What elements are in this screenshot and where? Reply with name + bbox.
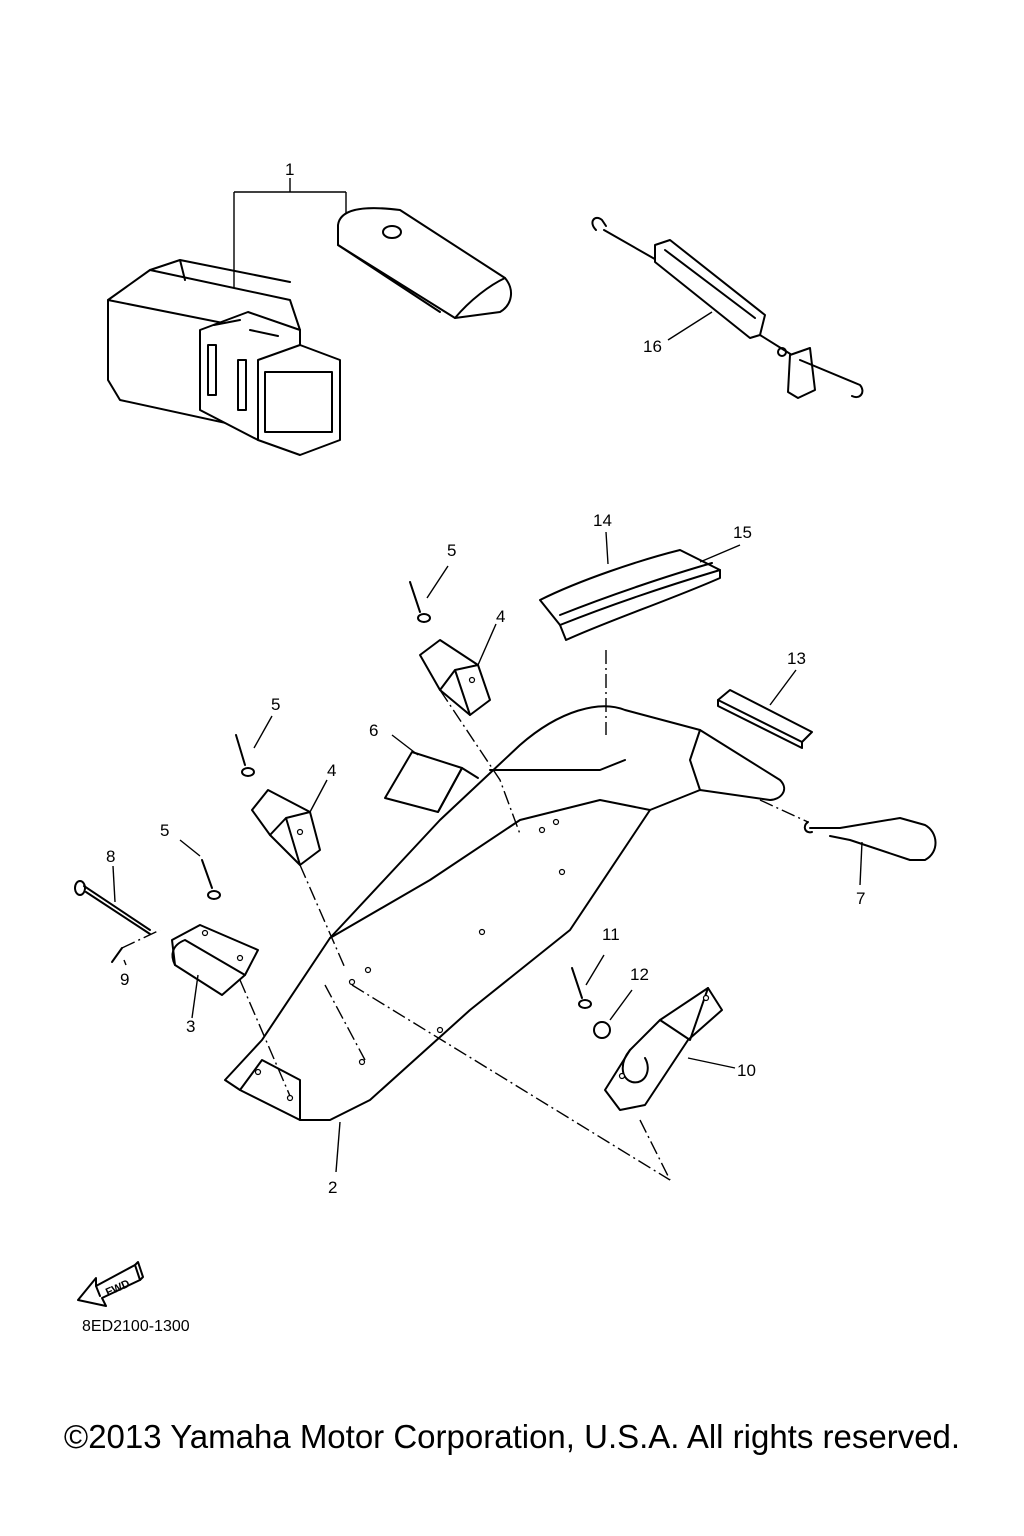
- part-12-nut: [593, 989, 633, 1039]
- callout-12: 12: [630, 965, 649, 984]
- callout-13: 13: [787, 649, 806, 668]
- part-11-screw: [571, 954, 605, 1009]
- callout-6: 6: [369, 721, 378, 740]
- part-5-screw-upper: [409, 565, 449, 623]
- part-14-seal: [539, 531, 721, 641]
- callout-5b: 5: [271, 695, 280, 714]
- callout-8: 8: [106, 847, 115, 866]
- callout-5c: 5: [160, 821, 169, 840]
- part-3-hinge: [171, 924, 259, 1019]
- part-10-bracket: [604, 987, 736, 1111]
- part-4-bracket-upper: [419, 623, 497, 716]
- copyright-notice: ©2013 Yamaha Motor Corporation, U.S.A. A…: [63, 1418, 961, 1455]
- part-2-panel: [224, 705, 786, 1173]
- callouts: 1 2 3 4 4 5 5 5 6 7 8 9 10 11 12 13 14 1…: [106, 160, 865, 1197]
- part-5-screw-lower: [179, 839, 221, 900]
- callout-5a: 5: [447, 541, 456, 560]
- part-6-label: [384, 734, 479, 813]
- callout-3: 3: [186, 1017, 195, 1036]
- assembly-lines: [121, 650, 809, 1181]
- callout-14: 14: [593, 511, 612, 530]
- part-9-clip: [111, 947, 127, 966]
- part-13-block: [717, 669, 813, 749]
- callout-4a: 4: [496, 607, 505, 626]
- part-5-screw-middle: [235, 715, 273, 777]
- part-8-pin: [74, 865, 151, 935]
- callout-4b: 4: [327, 761, 336, 780]
- callout-10: 10: [737, 1061, 756, 1080]
- callout-15: 15: [733, 523, 752, 542]
- callout-2: 2: [328, 1178, 337, 1197]
- diagram-code: 8ED2100-1300: [82, 1318, 190, 1335]
- part-1-tool-kit: [107, 178, 512, 456]
- callout-1: 1: [285, 160, 294, 179]
- callout-9: 9: [120, 970, 129, 989]
- fwd-arrow-icon: FWD: [77, 1261, 144, 1307]
- part-4-bracket-lower: [251, 779, 328, 866]
- part-15-strip: [699, 544, 741, 563]
- callout-16: 16: [643, 337, 662, 356]
- callout-7: 7: [856, 889, 865, 908]
- part-16-lanyard: [591, 216, 864, 399]
- callout-11: 11: [602, 925, 620, 944]
- part-7-hook: [803, 817, 937, 886]
